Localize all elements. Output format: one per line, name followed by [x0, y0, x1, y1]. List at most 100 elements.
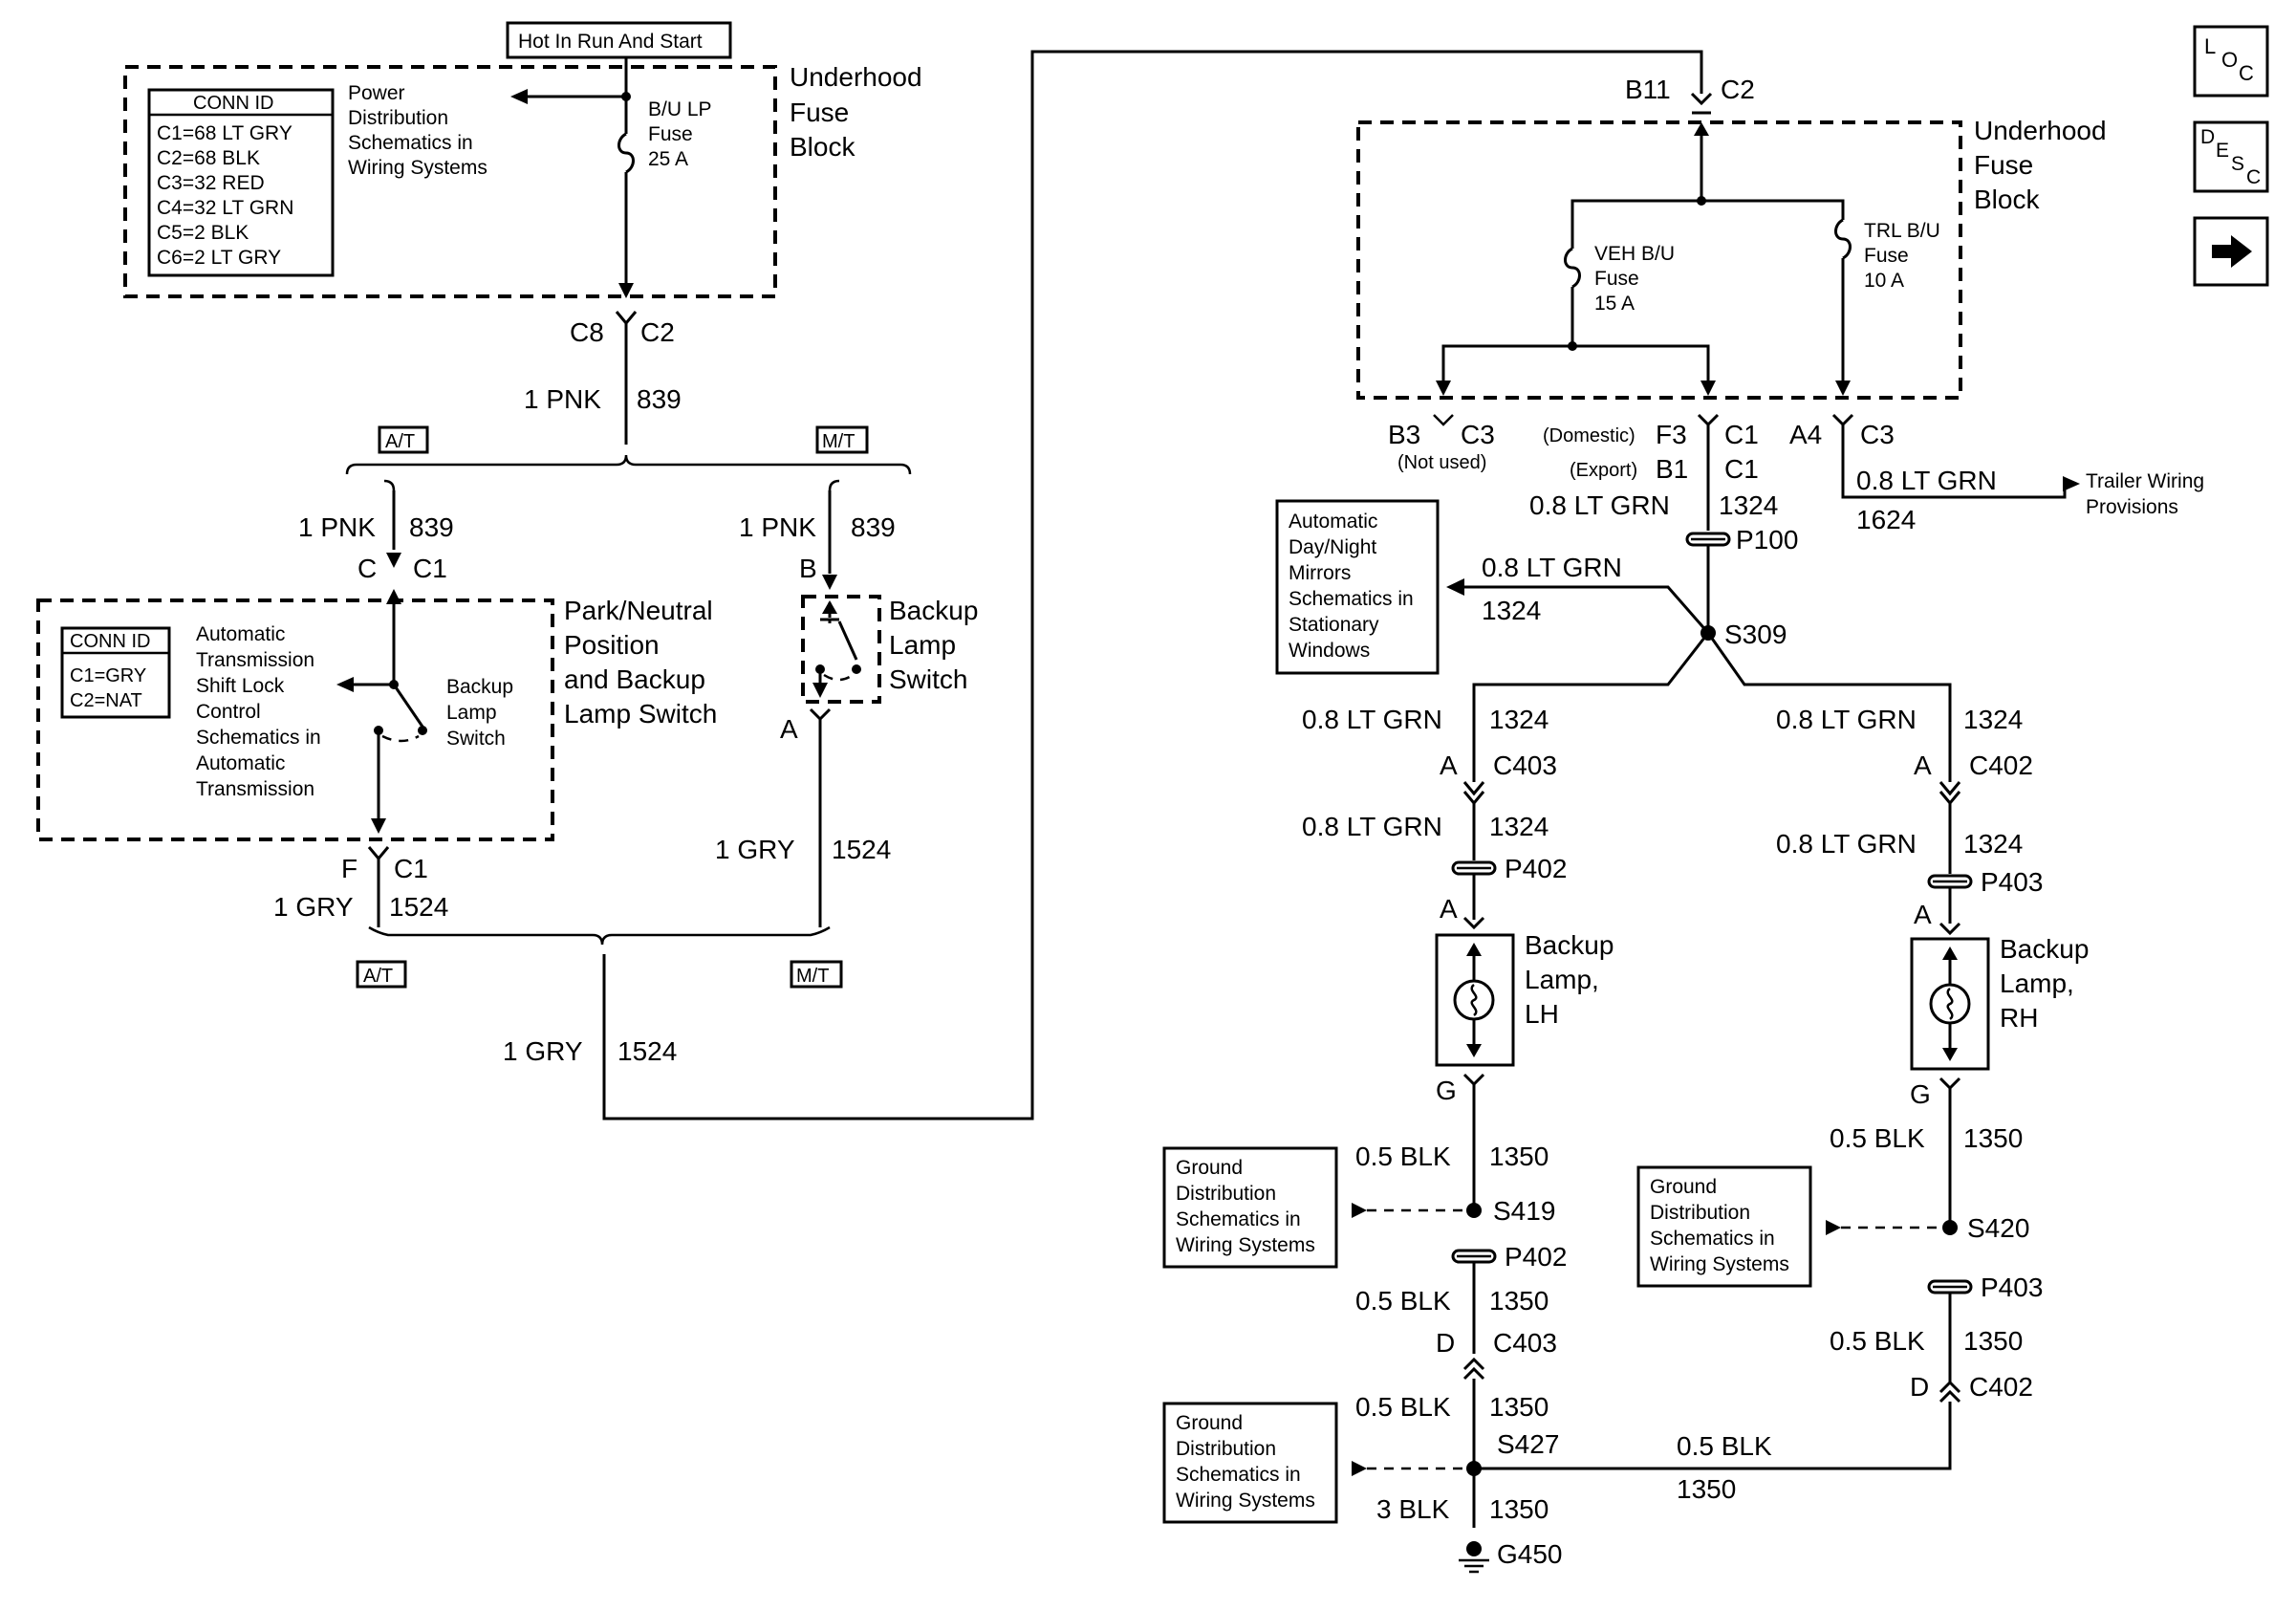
mt-wire-in-circuit: 839: [851, 512, 896, 542]
power-source-box: [506, 21, 732, 59]
trailer-ref-2: Provisions: [2086, 496, 2178, 518]
pnp-title-1: Park/Neutral: [564, 596, 713, 625]
pnp-conn-in-pin: C: [357, 554, 377, 583]
s419-label: S419: [1493, 1196, 1555, 1226]
arrow-left-icon: [510, 89, 528, 104]
tag-at-bottom-label: A/T: [363, 966, 393, 987]
s419-ref-2: Distribution: [1176, 1183, 1276, 1205]
pnp-ref-2: Transmission: [196, 649, 314, 671]
pnp-conn-out-id: C1: [394, 854, 428, 883]
wire-839-gauge: 1 PNK: [524, 384, 601, 414]
lh-gnd-circuit-4: 1350: [1489, 1494, 1549, 1524]
lh-conn-id-2: C403: [1493, 1328, 1557, 1358]
trl-fuse-2: Fuse: [1864, 245, 1909, 267]
b3-pin: B3: [1388, 420, 1420, 449]
pnp-conn-id-title: CONN ID: [70, 631, 150, 652]
tag-mt-bottom-label: M/T: [796, 966, 829, 987]
underhood-fuse-block-right: [1356, 120, 1962, 400]
pnp-conn-out-pin: F: [341, 854, 357, 883]
lh-gnd-circuit-3: 1350: [1489, 1392, 1549, 1422]
pnp-ref-5: Schematics in: [196, 727, 321, 749]
s427-ref-3: Schematics in: [1176, 1464, 1301, 1486]
connector-icon: [1831, 413, 1854, 427]
switch-blade: [392, 684, 424, 728]
export-pin: B1: [1656, 454, 1688, 484]
domestic-label: (Domestic): [1543, 425, 1635, 446]
lh-gnd-gauge-2: 0.5 BLK: [1355, 1286, 1451, 1316]
lh-gnd-circuit: 1350: [1489, 1142, 1549, 1171]
s420-ref-3: Schematics in: [1650, 1228, 1775, 1250]
trailer-circuit: 1624: [1856, 505, 1916, 534]
domestic-conn: C1: [1724, 420, 1759, 449]
mt-conn-in-pin: B: [799, 554, 817, 583]
conn-id-c1: C1=68 LT GRY: [157, 122, 292, 144]
lh-conn-pin: A: [1440, 751, 1458, 780]
conn-id-c5: C5=2 BLK: [157, 222, 249, 244]
mt-switch-title-3: Switch: [889, 664, 967, 694]
desc-letter-c: C: [2246, 166, 2261, 188]
rh-gnd-gauge: 0.5 BLK: [1830, 1123, 1925, 1153]
tag-mt-bottom: [790, 960, 843, 989]
main-feed-circuit: 1324: [1719, 490, 1778, 520]
wire-839-circuit: 839: [637, 384, 682, 414]
p403-label: P403: [1981, 867, 2043, 897]
conn-id-box-pnp: [60, 626, 171, 719]
tag-mt-top: [815, 425, 869, 454]
tag-at-top: [378, 425, 429, 454]
conn-id-c2: C2=68 BLK: [157, 147, 260, 169]
connector-icon: [809, 707, 832, 722]
veh-fuse-3: 15 A: [1594, 293, 1635, 315]
main-feed-gauge: 0.8 LT GRN: [1529, 490, 1670, 520]
rh-gnd-circuit-2: 1350: [1963, 1326, 2023, 1356]
conn-c8-pin: C8: [570, 317, 604, 347]
p403-inline-connector-2: [1927, 1279, 1973, 1295]
s420-ref-2: Distribution: [1650, 1202, 1750, 1224]
next-button[interactable]: [2193, 216, 2269, 287]
pnp-ref-4: Control: [196, 701, 261, 723]
arrow-right-icon: [2063, 476, 2080, 491]
mt-wire-out-gauge: 1 GRY: [715, 835, 795, 864]
fuse-block-right-title-3: Block: [1974, 185, 2040, 214]
ground-ref-box-s419: [1162, 1146, 1338, 1269]
connector-icon: [1462, 781, 1485, 796]
p402-inline-connector-2: [1451, 1249, 1497, 1264]
lh-lamp-1: Backup: [1525, 930, 1614, 960]
s419-splice: [1466, 1203, 1482, 1218]
conn-id-title: CONN ID: [193, 93, 273, 114]
rh-lamp-pin-g: G: [1910, 1079, 1931, 1109]
mt-conn-out-pin: A: [780, 714, 798, 744]
lh-lamp-2: Lamp,: [1525, 965, 1599, 994]
mirrors-circuit: 1324: [1482, 596, 1541, 625]
s427-ref-4: Wiring Systems: [1176, 1490, 1315, 1512]
rh-conn-id: C402: [1969, 751, 2033, 780]
trl-fuse-1: TRL B/U: [1864, 220, 1940, 242]
loc-button[interactable]: L O C: [2193, 25, 2269, 98]
pnp-wire-in-circuit: 839: [409, 512, 454, 542]
fuse-icon: [1564, 247, 1581, 289]
power-source-label: Hot In Run And Start: [518, 31, 703, 53]
desc-letter-e: E: [2216, 140, 2229, 162]
connector-icon: [1939, 1380, 1961, 1394]
rh-gauge-1: 0.8 LT GRN: [1776, 705, 1917, 734]
rh-gauge-2: 0.8 LT GRN: [1776, 829, 1917, 859]
lh-lamp-3: LH: [1525, 999, 1559, 1029]
pnp-conn-in-id: C1: [413, 554, 447, 583]
cross-gauge: 0.5 BLK: [1677, 1431, 1772, 1461]
connector-icon: [1697, 413, 1720, 427]
desc-button[interactable]: D E S C: [2193, 120, 2269, 193]
rh-circuit-1: 1324: [1963, 705, 2023, 734]
power-dist-ref-4: Wiring Systems: [348, 157, 487, 179]
mirrors-gauge: 0.8 LT GRN: [1482, 553, 1622, 582]
lh-lamp-pin-a: A: [1440, 894, 1458, 924]
desc-letter-d: D: [2200, 126, 2215, 148]
switch-blade: [837, 620, 858, 661]
rh-gnd-circuit: 1350: [1963, 1123, 2023, 1153]
pnp-ref-7: Transmission: [196, 778, 314, 800]
arrow-right-icon: [2212, 235, 2252, 268]
mirrors-ref-5: Stationary: [1289, 614, 1379, 636]
rh-lamp-pin-a: A: [1914, 900, 1932, 929]
arrow-down-icon: [618, 283, 634, 298]
option-bracket-top: [345, 454, 912, 475]
pnp-conn-id-c2: C2=NAT: [70, 690, 142, 711]
